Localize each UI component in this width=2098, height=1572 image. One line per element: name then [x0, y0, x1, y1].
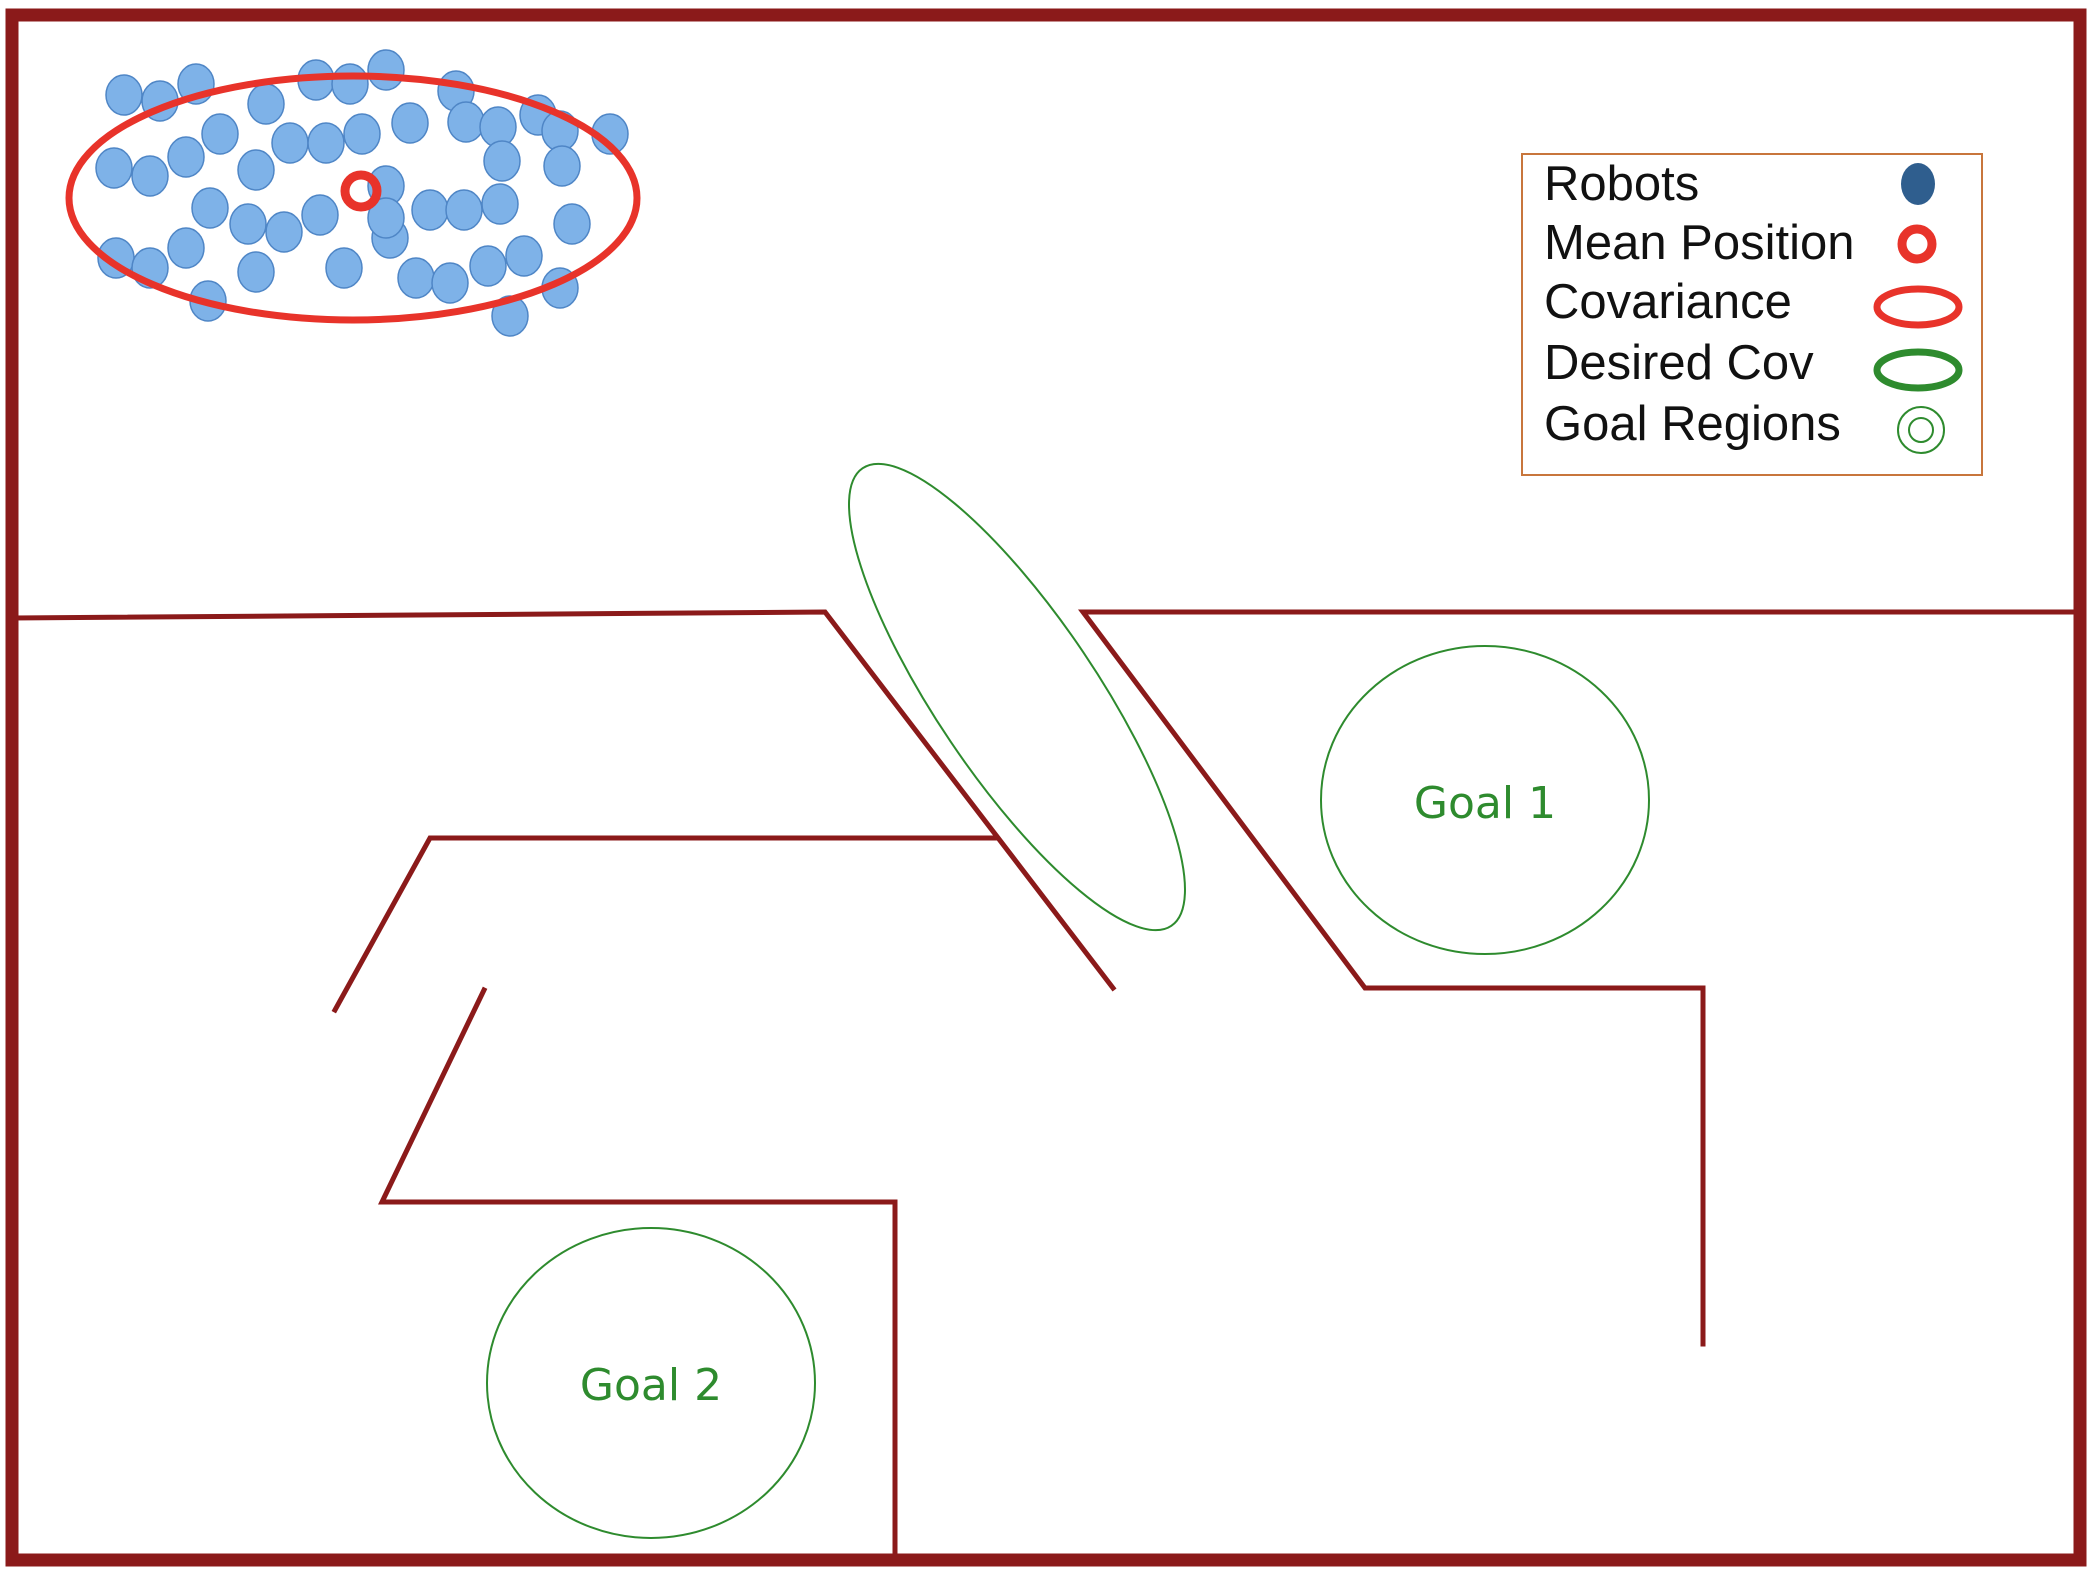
robot-dot	[447, 101, 485, 143]
robot-dot	[397, 257, 435, 299]
robot-dot	[367, 197, 405, 239]
goal-regions-icon	[1897, 406, 1945, 454]
legend-label-covariance: Covariance	[1544, 275, 1792, 329]
robot-dot	[271, 122, 309, 164]
legend: Robots Mean Position Covariance Desired …	[1521, 153, 1983, 476]
robot-dot	[95, 147, 133, 189]
robot-dot	[469, 245, 507, 287]
wall-upper-right	[1078, 609, 2083, 1347]
robot-dot	[237, 251, 275, 293]
robot-dot	[543, 145, 581, 187]
legend-label-desired-cov: Desired Cov	[1544, 336, 1814, 390]
robot-dot	[301, 194, 339, 236]
walls	[11, 609, 2083, 1559]
robot-dot	[167, 136, 205, 178]
arena-boundary	[5, 8, 2087, 1567]
robot-dot	[229, 203, 267, 245]
robot-dot	[247, 83, 285, 125]
robot-dot	[481, 183, 519, 225]
legend-box	[1521, 153, 1983, 476]
robot-dot	[391, 102, 429, 144]
robot-dot	[325, 247, 363, 289]
robot-dot	[483, 140, 521, 182]
wall-middle-left	[331, 835, 998, 1014]
robot-dot	[167, 227, 205, 269]
legend-label-robots: Robots	[1544, 157, 1699, 211]
robot-dot	[411, 189, 449, 231]
mean-position-icon	[1897, 224, 1937, 264]
swarm-mean-position	[340, 170, 382, 212]
robot-dot	[191, 187, 229, 229]
legend-label-goal-regions: Goal Regions	[1544, 397, 1841, 451]
robot-dot	[343, 113, 381, 155]
robot-dot	[367, 49, 405, 91]
covariance-ellipse-icon	[1873, 285, 1963, 329]
robot-dot	[431, 262, 469, 304]
robot-dot	[307, 122, 345, 164]
goal-region-1: Goal 1	[1320, 645, 1650, 955]
robot-dot	[331, 63, 369, 105]
robot-dot	[445, 189, 483, 231]
robot-dot	[505, 235, 543, 277]
robot-dot	[131, 155, 169, 197]
robot-dot	[201, 113, 239, 155]
robot-dot	[553, 203, 591, 245]
goal-1-label: Goal 1	[1414, 778, 1556, 829]
swarm-covariance-ellipse	[65, 72, 641, 324]
wall-upper-left	[11, 609, 1117, 992]
desired-covariance-ellipse	[848, 462, 1186, 932]
legend-label-mean-position: Mean Position	[1544, 216, 1855, 270]
robot-dot	[491, 295, 529, 337]
goal-2-label: Goal 2	[580, 1360, 722, 1411]
wall-lower-left	[378, 986, 898, 1559]
robot-dot	[105, 74, 143, 116]
robot-dot	[265, 211, 303, 253]
robot-dot	[237, 149, 275, 191]
goal-region-2: Goal 2	[486, 1227, 816, 1539]
robot-dot-icon	[1901, 163, 1935, 205]
desired-cov-ellipse-icon	[1873, 348, 1963, 392]
